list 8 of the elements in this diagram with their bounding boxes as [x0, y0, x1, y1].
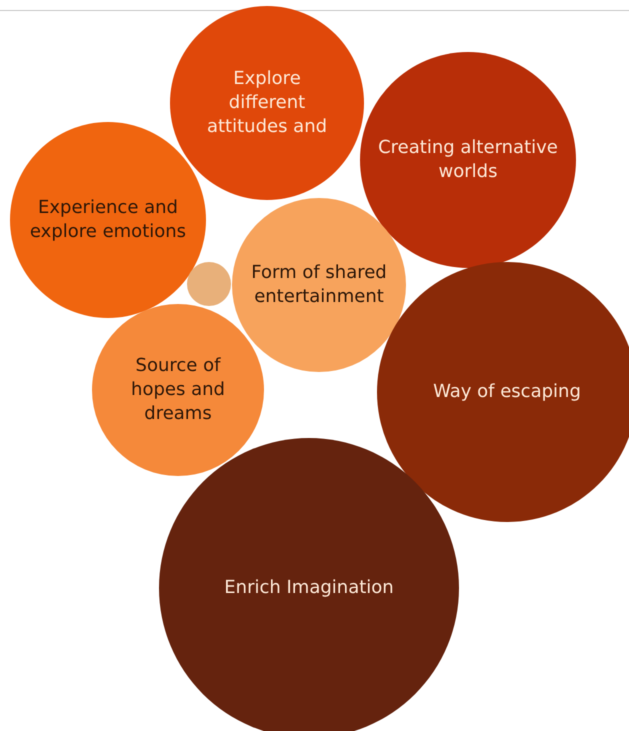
bubble-circle	[187, 262, 231, 306]
bubble-label: Enrich Imagination	[224, 576, 394, 600]
bubble-label: Way of escaping	[433, 380, 581, 404]
bubble-label: Creating alternative worlds	[377, 136, 559, 184]
bubble-label: Explore different attitudes and	[206, 67, 328, 139]
bubble-label: Source of hopes and dreams	[130, 354, 226, 426]
bubble-label: Form of shared entertainment	[250, 261, 388, 309]
bubble-label: Experience and explore emotions	[28, 196, 188, 244]
